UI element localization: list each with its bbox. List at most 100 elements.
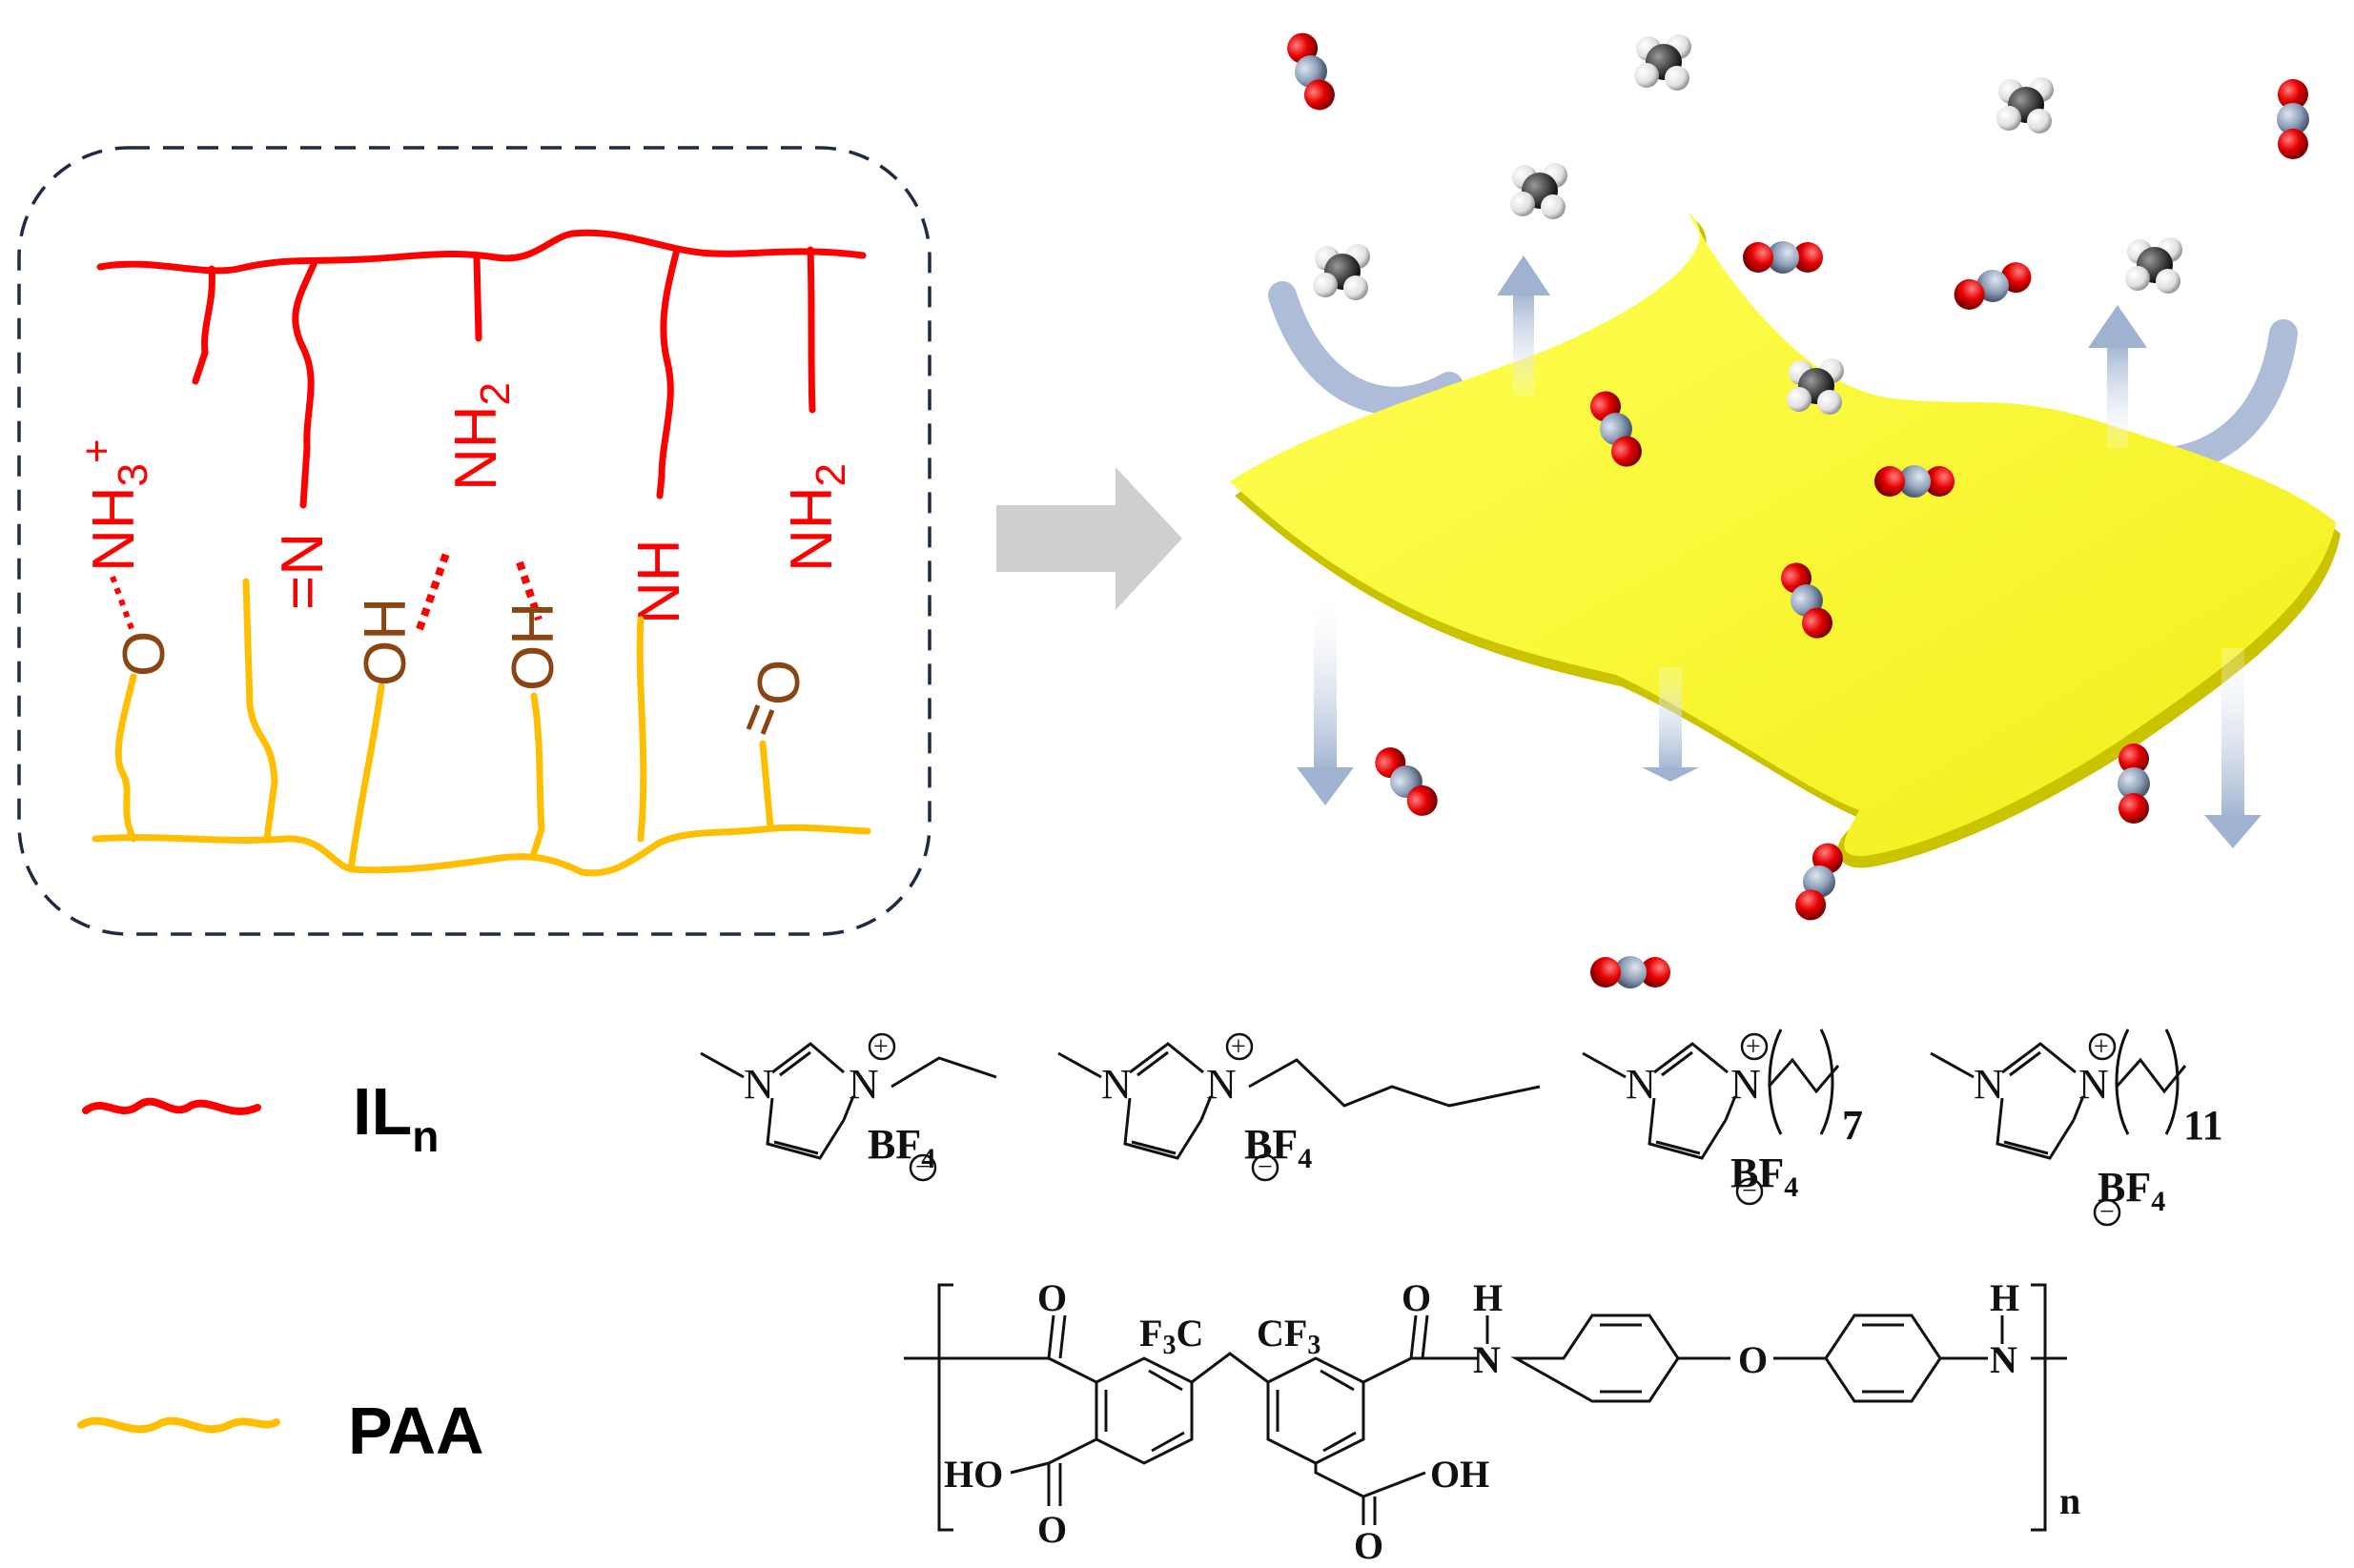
svg-text:H: H [1990,1276,2019,1319]
membrane-scene [1230,28,2341,988]
hbond-1 [110,575,136,636]
interaction-box: NH3+ =N NH2 NH NH2 O OH OH O [17,146,931,936]
il-group-1: NH3+ [73,438,156,572]
svg-text:N: N [1626,1061,1656,1108]
il-2-anion: BF4 [1244,1121,1312,1174]
svg-text:O: O [1402,1276,1431,1319]
legend-paa-line [77,1416,280,1434]
co2-molecule [1367,740,1445,824]
svg-text:N: N [1206,1061,1237,1108]
paa-double-bond [746,704,775,735]
svg-text:N: N [849,1061,879,1108]
paa-structure-labels: O F3C CF3 O H N O H N HO O OH O n [944,1276,2080,1567]
svg-text:N: N [744,1061,774,1108]
il-3-anion: BF4 [1730,1150,1798,1203]
svg-text:−: − [2099,1197,2115,1227]
paa-chain-5 [636,616,647,843]
co2-molecule [2118,743,2150,824]
il-chain-5 [807,246,816,414]
up-arrow-right-head [2088,305,2147,348]
svg-text:O: O [1037,1276,1067,1319]
paa-group-1: O [112,631,177,677]
svg-text:N: N [1101,1061,1132,1108]
hbond-3 [516,560,542,621]
svg-text:−: − [915,1152,931,1182]
svg-text:+: + [873,1032,889,1062]
il-backbone [96,229,867,275]
legend-il-line [82,1097,261,1115]
co2-molecule [1949,256,2037,316]
down-arrow-2-shaft [1659,667,1682,772]
svg-text:N: N [1473,1338,1501,1381]
paa-chain-1 [114,673,137,843]
svg-text:CF3: CF3 [1257,1312,1320,1360]
co2-molecule [1743,241,1823,274]
up-arrow-left-head [1497,255,1550,295]
svg-text:N: N [2078,1061,2109,1108]
co2-molecule [2277,79,2309,159]
il-group-3: NH2 [443,382,519,491]
svg-text:−: − [1742,1176,1757,1206]
down-arrow-3-shaft [2221,648,2244,820]
svg-text:O: O [1037,1508,1067,1551]
il-chain-1 [192,265,215,385]
paa-group-3: OH [501,602,566,691]
svg-text:H: H [1473,1276,1503,1319]
il-structure-3 [1582,1028,1840,1160]
legend-il-label: ILn [353,1074,439,1161]
ch4-molecule [1313,244,1370,300]
svg-text:HO: HO [944,1453,1003,1496]
down-arrow-1-shaft [1314,601,1337,772]
svg-text:n: n [2059,1479,2080,1522]
svg-text:O: O [1738,1338,1768,1381]
il-structure-2 [1057,1042,1541,1160]
paa-group-4: O [747,660,812,705]
hbond-2 [416,546,452,631]
ch4-molecule [2125,237,2182,294]
svg-text:N: N [1974,1061,2004,1108]
il-chain-2 [292,258,318,509]
legend: ILn PAA [77,1074,484,1468]
svg-text:+: + [1746,1032,1761,1062]
ch4-molecule [1634,34,1691,91]
ionic-liquid-structures [700,1028,2187,1160]
svg-text:O: O [1354,1524,1383,1567]
down-arrow-2-head [1642,767,1699,782]
paa-chain-2 [242,578,278,843]
svg-text:N: N [1730,1061,1761,1108]
ch4-molecule [1996,77,2054,133]
retention-arrow-left [1268,281,1464,416]
co2-molecule [1590,956,1670,988]
svg-text:−: − [1258,1152,1273,1182]
legend-paa-label: PAA [348,1394,484,1468]
ionic-liquid-labels: N N + BF4 − N N + BF4 − N N + 7 BF4 − N … [744,1032,2223,1227]
co2-molecule [1281,28,1341,115]
svg-text:F3C: F3C [1139,1312,1203,1360]
il-chain-4 [656,246,681,499]
paa-chain-6 [759,740,774,831]
down-arrow-1-head [1297,767,1354,805]
svg-text:+: + [2094,1032,2109,1062]
membrane-surface [1230,212,2336,857]
up-arrow-left-shaft [1513,291,1534,396]
co2-molecule [1874,465,1955,498]
il-4-anion: BF4 [2098,1164,2165,1217]
paa-group-2: OH [353,598,419,686]
down-arrow-3-head [2204,815,2262,848]
paa-structure [904,1283,2067,1532]
il-4-repeat: 11 [2183,1102,2223,1149]
ch4-molecule [1510,163,1567,219]
svg-text:N: N [1990,1338,2017,1381]
paa-backbone [92,824,871,877]
il-structure-4 [1930,1028,2187,1160]
co2-molecule [1790,838,1849,926]
paa-chain-4 [530,692,545,857]
il-1-anion: BF4 [868,1121,935,1174]
il-3-repeat: 7 [1842,1102,1863,1149]
svg-text:+: + [1231,1032,1246,1062]
il-structure-1 [700,1042,997,1160]
paa-chain-3 [347,682,385,873]
svg-text:OH: OH [1430,1453,1489,1496]
process-arrow [996,467,1182,610]
